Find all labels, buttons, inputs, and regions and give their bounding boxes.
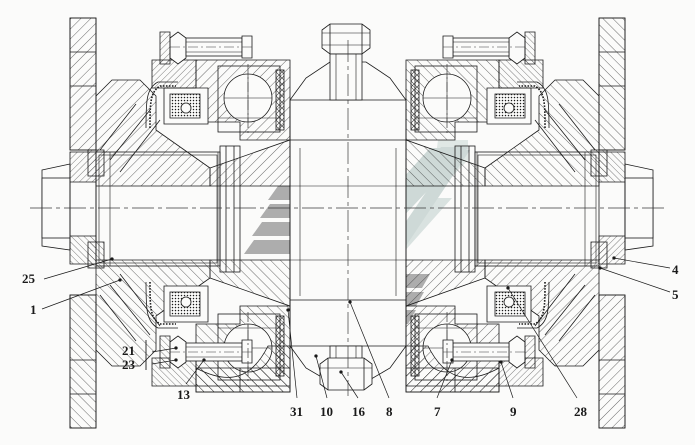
- callout-label-10: 10: [320, 404, 333, 419]
- seal-lip-lower-right: [519, 281, 546, 325]
- callout-label-13: 13: [177, 387, 190, 402]
- leader-line-10: [315, 355, 328, 399]
- leader-dot-28: [506, 286, 510, 290]
- leader-dot-1: [118, 278, 122, 282]
- callout-label-21: 21: [122, 343, 135, 358]
- leader-line-31: [287, 309, 298, 399]
- leader-dot-9: [499, 360, 503, 364]
- bolt-upper-right: [442, 31, 536, 65]
- callout-label-31: 31: [290, 404, 303, 419]
- leader-line-5: [599, 267, 671, 293]
- callout-label-7: 7: [434, 404, 441, 419]
- leader-line-13: [185, 359, 205, 385]
- leader-dot-4: [612, 256, 616, 260]
- callout-label-1: 1: [30, 302, 37, 317]
- callout-label-9: 9: [510, 404, 517, 419]
- center-bottom-bolt: [319, 345, 373, 391]
- upper-right-bearing: [405, 59, 500, 141]
- leader-line-21: [151, 347, 177, 353]
- leader-dot-23: [174, 358, 178, 362]
- callout-leader-lines: [41, 256, 671, 399]
- bolt-lower-left: [159, 335, 253, 369]
- leader-line-16: [340, 371, 359, 399]
- leader-dot-8: [348, 300, 352, 304]
- right-outer-flange: [598, 17, 626, 429]
- seal-lip-upper-right: [519, 85, 546, 129]
- left-hub-upper: [95, 79, 211, 187]
- seal-lip-upper-left: [149, 85, 176, 129]
- leader-dot-21: [174, 346, 178, 350]
- callout-label-28: 28: [574, 404, 587, 419]
- leader-dot-10: [314, 354, 318, 358]
- bolt-lower-right: [442, 335, 536, 369]
- leader-line-28: [507, 287, 578, 399]
- centerlines: [30, 40, 668, 396]
- leader-line-1: [41, 279, 121, 310]
- center-top-bolt: [321, 23, 371, 101]
- right-hub-upper: [484, 79, 600, 187]
- callout-label-23: 23: [122, 357, 135, 372]
- leader-line-25: [43, 258, 113, 280]
- callout-label-8: 8: [386, 404, 393, 419]
- seal-lip-lower-left: [149, 281, 176, 325]
- leader-line-23: [151, 359, 177, 365]
- leader-dot-13: [202, 358, 206, 362]
- callout-label-4: 4: [672, 262, 679, 277]
- leader-line-8: [349, 301, 390, 399]
- leader-dot-16: [339, 370, 343, 374]
- callout-label-5: 5: [672, 287, 679, 302]
- right-end-spigot: [590, 149, 654, 269]
- leader-line-4: [613, 257, 671, 269]
- leader-line-9: [500, 361, 514, 399]
- leader-dot-25: [110, 257, 114, 261]
- callout-label-16: 16: [352, 404, 365, 419]
- upper-left-seal: [151, 59, 209, 125]
- bolt-upper-left: [159, 31, 253, 65]
- leader-dot-31: [286, 308, 290, 312]
- left-outer-flange: [69, 17, 97, 429]
- leader-dot-5: [598, 266, 602, 270]
- leader-dot-7: [450, 358, 454, 362]
- callout-label-25: 25: [22, 271, 35, 286]
- leader-line-7: [436, 359, 453, 399]
